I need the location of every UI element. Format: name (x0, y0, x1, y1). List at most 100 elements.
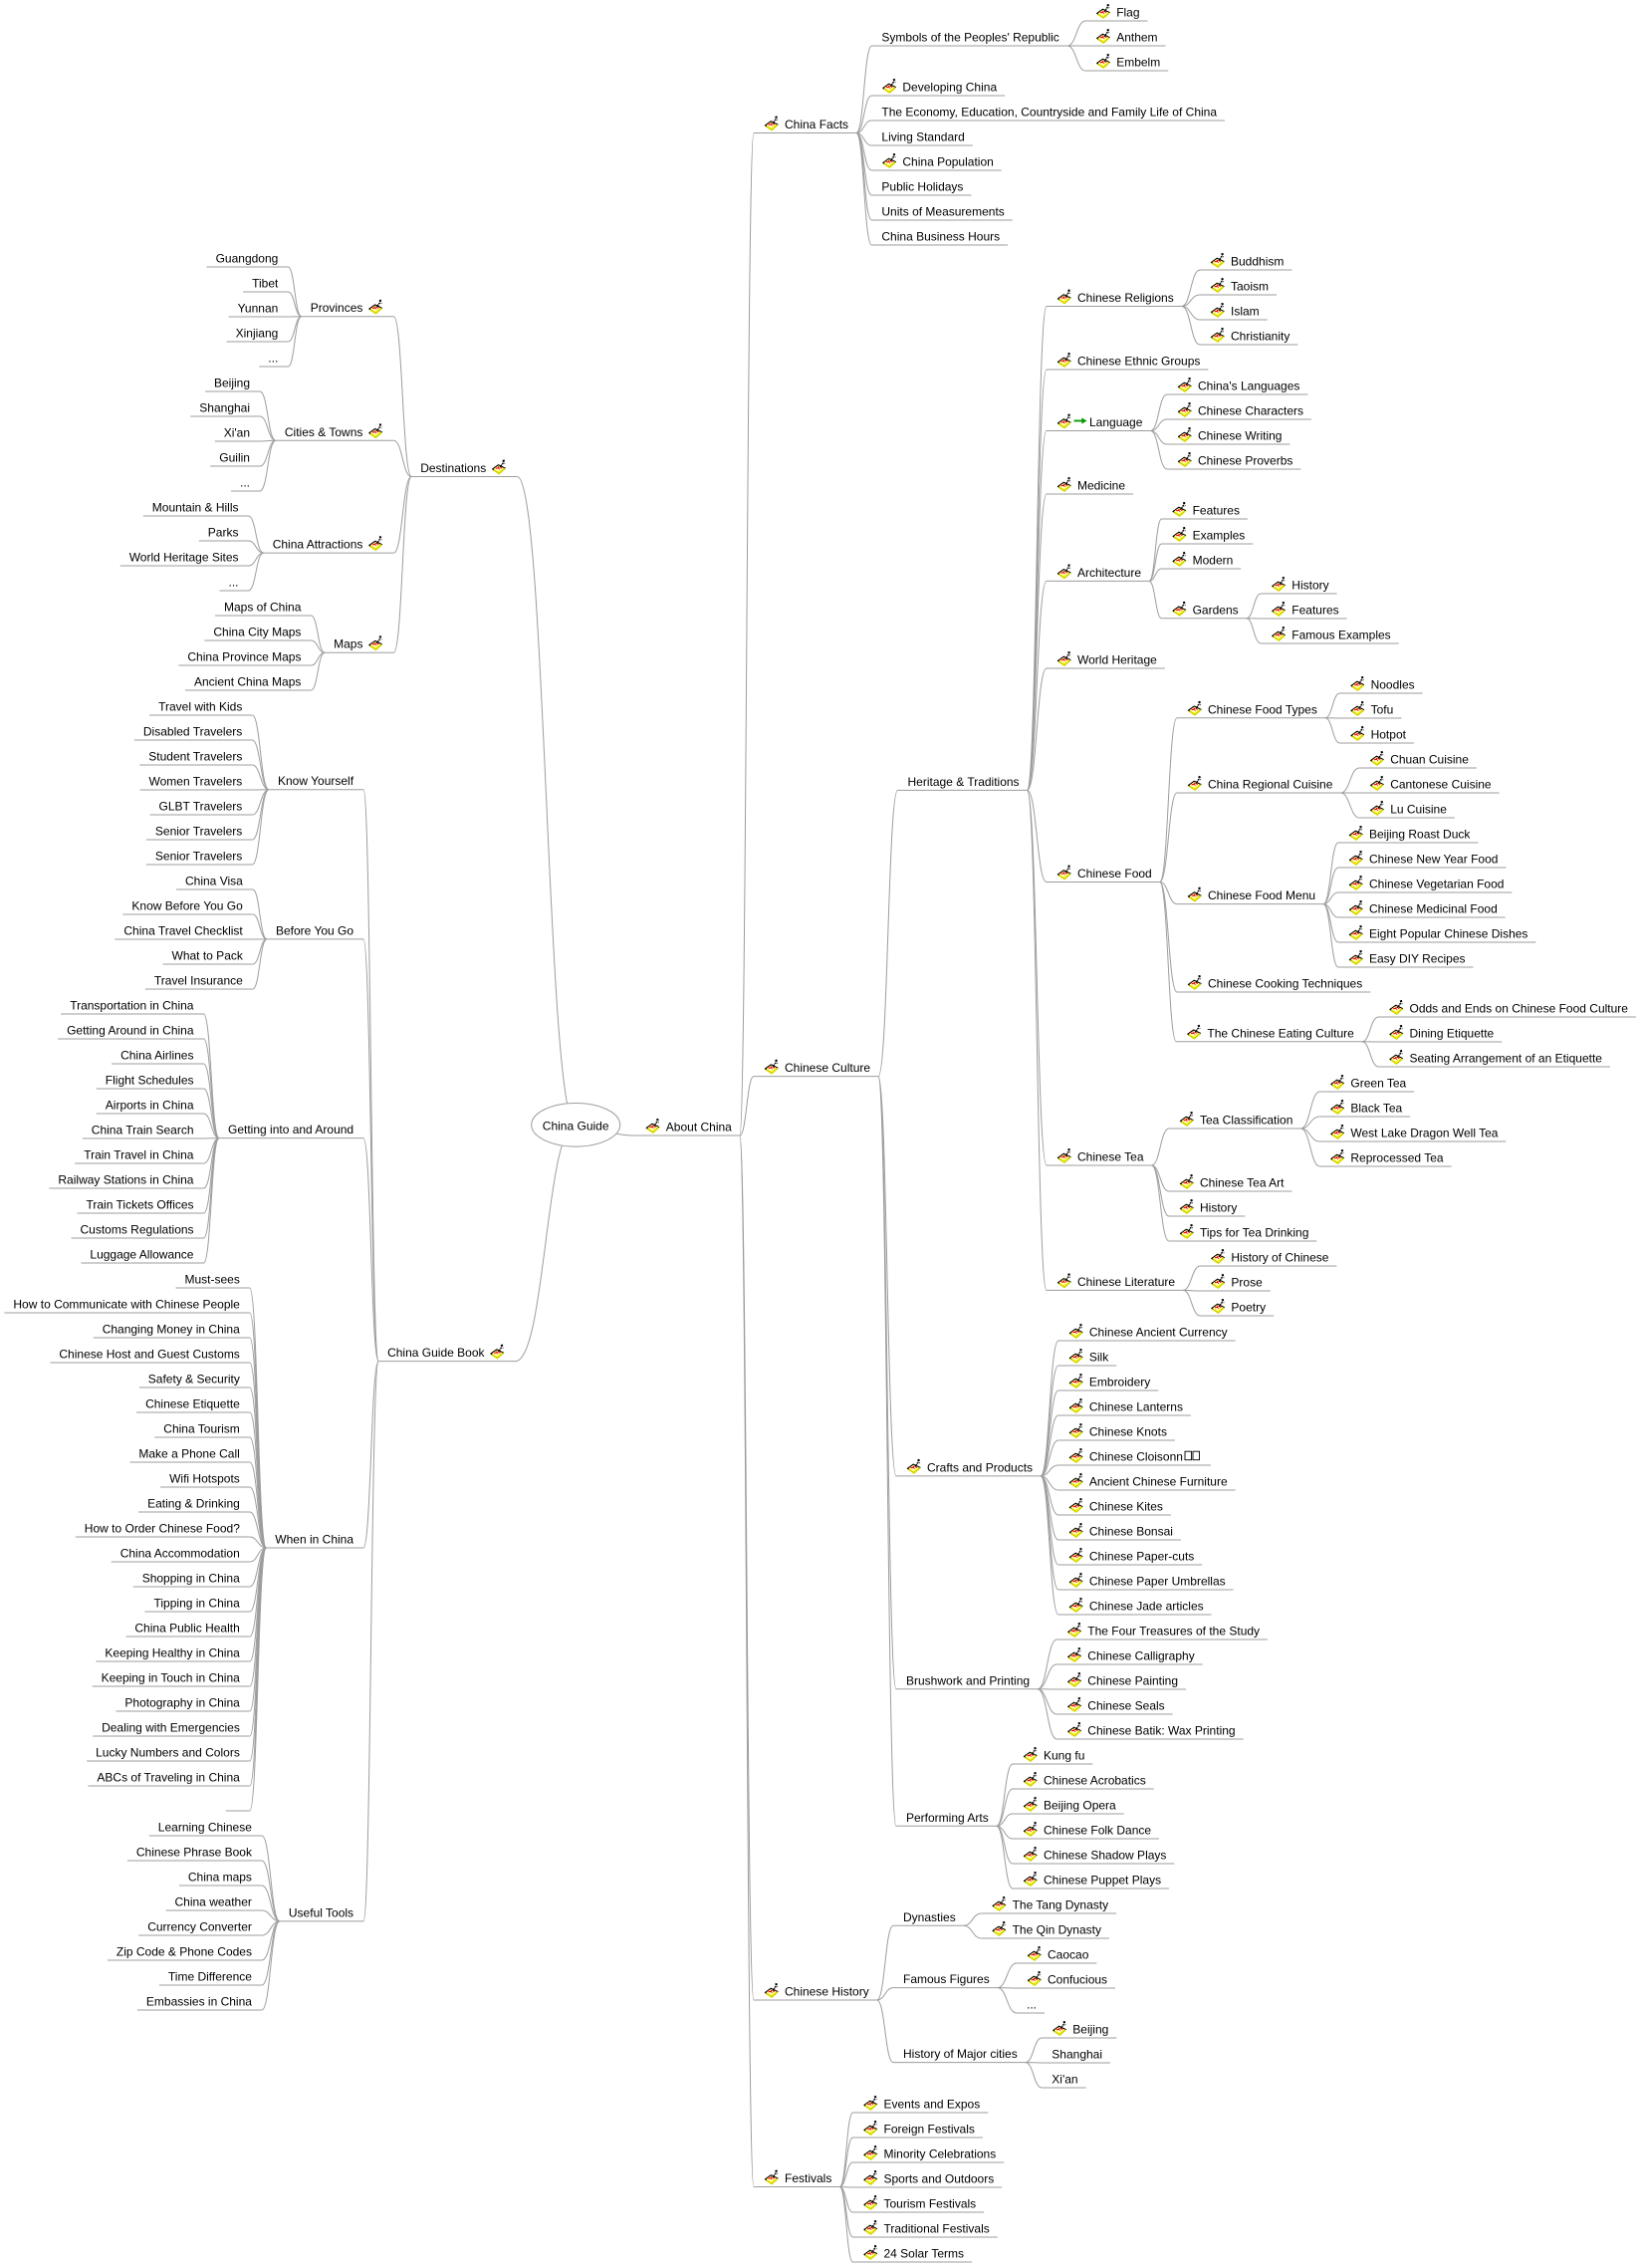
svg-text:China Tourism: China Tourism (163, 1422, 239, 1436)
svg-text:Provinces: Provinces (311, 301, 363, 315)
svg-text:Anthem: Anthem (1116, 31, 1157, 45)
svg-text:The Chinese Eating Culture: The Chinese Eating Culture (1207, 1026, 1354, 1040)
svg-text:Chinese Vegetarian Food: Chinese Vegetarian Food (1369, 878, 1504, 891)
svg-text:The Tang Dynasty: The Tang Dynasty (1013, 1898, 1109, 1912)
svg-text:Xi'an: Xi'an (224, 426, 250, 440)
svg-text:Heritage & Traditions: Heritage & Traditions (908, 775, 1020, 789)
svg-text:Public Holidays: Public Holidays (881, 180, 963, 194)
svg-text:Chinese Food Types: Chinese Food Types (1208, 702, 1317, 716)
svg-text:China Travel Checklist: China Travel Checklist (123, 924, 243, 938)
svg-text:Language: Language (1089, 415, 1143, 429)
svg-text:Chinese Puppet Plays: Chinese Puppet Plays (1044, 1874, 1161, 1888)
svg-text:China maps: China maps (188, 1871, 252, 1885)
svg-text:China City Maps: China City Maps (213, 626, 301, 639)
svg-text:Reprocessed Tea: Reprocessed Tea (1350, 1151, 1443, 1165)
svg-text:Yunnan: Yunnan (238, 302, 279, 316)
svg-text:Gardens: Gardens (1193, 603, 1239, 617)
svg-text:Useful Tools: Useful Tools (289, 1905, 353, 1919)
svg-text:Chinese Food Menu: Chinese Food Menu (1208, 888, 1315, 902)
svg-text:Medicine: Medicine (1077, 479, 1125, 493)
svg-text:Before You Go: Before You Go (276, 923, 353, 937)
svg-text:Events and Expos: Events and Expos (884, 2098, 981, 2112)
svg-text:Currency Converter: Currency Converter (147, 1920, 252, 1934)
svg-text:China Province Maps: China Province Maps (187, 650, 301, 664)
svg-text:Maps: Maps (334, 637, 362, 651)
svg-text:Tourism Festivals: Tourism Festivals (884, 2197, 977, 2211)
svg-text:Photography in China: Photography in China (124, 1696, 240, 1710)
svg-text:Odds and Ends on Chinese Food: Odds and Ends on Chinese Food Culture (1410, 1002, 1629, 1016)
svg-text:Flag: Flag (1116, 6, 1139, 20)
svg-text:The Four Treasures of the Stud: The Four Treasures of the Study (1087, 1625, 1260, 1638)
svg-text:Festivals: Festivals (785, 2171, 831, 2185)
svg-text:Caocao: Caocao (1048, 1948, 1089, 1962)
svg-text:Kung fu: Kung fu (1044, 1749, 1084, 1763)
svg-text:Beijing: Beijing (214, 377, 250, 390)
svg-text:Chinese Paper Umbrellas: Chinese Paper Umbrellas (1089, 1575, 1226, 1589)
svg-text:Living Standard: Living Standard (881, 130, 964, 144)
svg-text:Tibet: Tibet (252, 277, 279, 291)
svg-text:Chinese Writing: Chinese Writing (1198, 429, 1282, 443)
svg-text:Chinese New Year Food: Chinese New Year Food (1369, 853, 1498, 867)
svg-text:Chinese Religions: Chinese Religions (1077, 291, 1174, 305)
svg-text:Transportation in China: Transportation in China (70, 999, 194, 1013)
svg-text:Shanghai: Shanghai (199, 401, 250, 415)
svg-text:Xinjiang: Xinjiang (236, 327, 279, 341)
svg-text:24 Solar Terms: 24 Solar Terms (884, 2247, 964, 2261)
svg-text:Tips for Tea Drinking: Tips for Tea Drinking (1200, 1226, 1308, 1240)
svg-text:China Public Health: China Public Health (134, 1622, 239, 1636)
svg-text:Christianity: Christianity (1231, 330, 1289, 344)
svg-text:Guilin: Guilin (219, 451, 250, 465)
svg-text:Chinese Host and Guest Customs: Chinese Host and Guest Customs (59, 1348, 239, 1362)
svg-text:Units of Measurements: Units of Measurements (881, 205, 1004, 219)
svg-text:Dining Etiquette: Dining Etiquette (1410, 1027, 1495, 1041)
svg-text:ABCs of Traveling in China: ABCs of Traveling in China (97, 1771, 240, 1785)
svg-text:Cantonese Cuisine: Cantonese Cuisine (1390, 778, 1492, 792)
svg-text:Famous Figures: Famous Figures (903, 1972, 990, 1986)
svg-text:Chinese Knots: Chinese Knots (1089, 1425, 1167, 1439)
svg-text:Features: Features (1291, 604, 1338, 618)
svg-text:...: ... (229, 576, 239, 590)
svg-text:Chinese Acrobatics: Chinese Acrobatics (1044, 1774, 1146, 1788)
svg-text:Seating Arrangement of an Etiq: Seating Arrangement of an Etiquette (1410, 1052, 1603, 1066)
svg-text:Embassies in China: Embassies in China (146, 1995, 252, 2009)
svg-text:How to Communicate with Chines: How to Communicate with Chinese People (13, 1298, 240, 1312)
svg-text:Flight Schedules: Flight Schedules (106, 1074, 194, 1088)
svg-text:Noodles: Noodles (1371, 678, 1415, 692)
svg-text:Chinese Paper-cuts: Chinese Paper-cuts (1089, 1550, 1194, 1564)
svg-text:China Facts: China Facts (785, 118, 848, 131)
svg-text:History of Chinese: History of Chinese (1231, 1251, 1328, 1265)
svg-text:Beijing: Beijing (1072, 2023, 1108, 2037)
svg-text:Chinese Food: Chinese Food (1077, 867, 1152, 881)
svg-text:China Accommodation: China Accommodation (120, 1547, 240, 1561)
svg-text:Chinese Folk Dance: Chinese Folk Dance (1044, 1824, 1151, 1838)
svg-text:Train Travel in China: Train Travel in China (84, 1148, 194, 1162)
svg-text:Chinese Calligraphy: Chinese Calligraphy (1087, 1649, 1194, 1663)
svg-text:Brushwork and Printing: Brushwork and Printing (906, 1673, 1030, 1687)
svg-text:Foreign Festivals: Foreign Festivals (884, 2123, 975, 2137)
svg-text:Keeping Healthy in China: Keeping Healthy in China (105, 1646, 240, 1660)
svg-text:What to Pack: What to Pack (172, 949, 244, 963)
svg-text:Poetry: Poetry (1231, 1301, 1266, 1315)
svg-text:Silk: Silk (1089, 1351, 1109, 1365)
svg-text:Chinese History: Chinese History (785, 1985, 869, 1999)
svg-text:Chinese Cloisonn: Chinese Cloisonn (1089, 1450, 1183, 1464)
svg-text:Chinese Batik: Wax Printing: Chinese Batik: Wax Printing (1087, 1724, 1235, 1738)
svg-text:Embelm: Embelm (1116, 56, 1160, 70)
svg-text:Luggage Allowance: Luggage Allowance (90, 1248, 193, 1262)
svg-text:Train Tickets Offices: Train Tickets Offices (87, 1198, 194, 1212)
svg-text:Chinese Medicinal Food: Chinese Medicinal Food (1369, 902, 1498, 916)
svg-text:Hotpot: Hotpot (1371, 728, 1407, 742)
svg-text:Tofu: Tofu (1371, 703, 1394, 717)
svg-text:Chuan Cuisine: Chuan Cuisine (1390, 753, 1469, 767)
svg-text:Must-sees: Must-sees (185, 1273, 240, 1287)
svg-text:Senior Travelers: Senior Travelers (155, 825, 242, 839)
svg-text:Safety & Security: Safety & Security (148, 1373, 240, 1386)
svg-text:Women Travelers: Women Travelers (149, 775, 243, 789)
svg-text:Architecture: Architecture (1077, 566, 1141, 580)
svg-text:Travel with Kids: Travel with Kids (158, 700, 242, 714)
svg-text:Chinese Jade articles: Chinese Jade articles (1089, 1600, 1204, 1614)
svg-text:Wifi Hotspots: Wifi Hotspots (169, 1472, 240, 1486)
svg-text:Travel Insurance: Travel Insurance (154, 974, 243, 988)
svg-text:Shanghai: Shanghai (1052, 2048, 1102, 2062)
svg-text:Parks: Parks (208, 526, 239, 540)
